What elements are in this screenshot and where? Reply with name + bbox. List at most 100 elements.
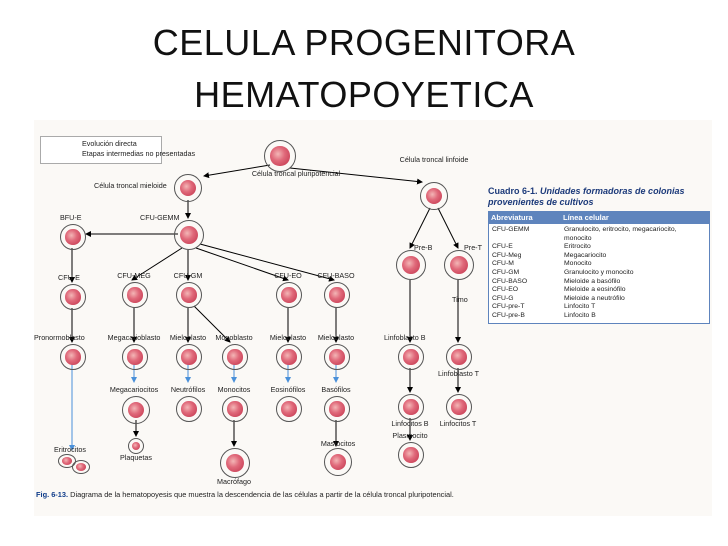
cell-line: Mieloide a basófilo (564, 277, 621, 285)
table-body: CFU-GEMM Granulocito, eritrocito, megacar… (488, 224, 710, 324)
label-lymphoid: Célula troncal linfoide (399, 155, 469, 164)
label-plaquetas: Plaquetas (120, 453, 152, 462)
label-pre-b: Pre-B (414, 243, 433, 252)
label-pre-t: Pre-T (464, 243, 482, 252)
eosinophil-cell (276, 396, 302, 422)
lymphoblast-b-cell (398, 344, 424, 370)
cell-abbr: CFU-E (492, 243, 513, 251)
label-monocitos: Monocitos (217, 385, 251, 394)
table-row: CFU-GEMM Granulocito, eritrocito, megacar… (492, 226, 706, 235)
caption-label: Fig. 6-13. (36, 490, 69, 499)
cfu-gm-cell (176, 282, 202, 308)
cell-line: Eritrocito (564, 243, 591, 251)
cell-line: Granulocito, eritrocito, megacariocito, (564, 226, 677, 233)
megakaryoblast-cell (122, 344, 148, 370)
cell-line: Monocito (564, 260, 592, 268)
neutrophil-cell (176, 396, 202, 422)
legend-direct: Evolución directa (82, 139, 137, 148)
cell-line: monocito (564, 234, 592, 242)
table-title-text: Unidades formadoras de colonias provenie… (488, 186, 685, 207)
diagram-legend (40, 136, 162, 164)
hematopoiesis-figure: Evolución directa Etapas intermedias no … (34, 120, 712, 516)
lymphoid-cell (420, 182, 448, 210)
label-cfu-e: CFU-E (58, 273, 80, 282)
table-row: CFU-pre-T Linfocito T (492, 303, 706, 312)
cell-abbr: CFU-Meg (492, 251, 522, 259)
slide-title-line2: HEMATOPOYETICA (194, 74, 534, 115)
cell-abbr (492, 235, 564, 244)
label-cfu-eo: CFU-EO (274, 271, 302, 280)
cell-abbr: CFU-EO (492, 286, 519, 294)
cell-line: Mieloide a eosinófilo (564, 286, 626, 294)
table-title: Cuadro 6-1. Unidades formadoras de colon… (488, 186, 710, 208)
megakaryocyte-cell (122, 396, 150, 424)
label-megacarioblasto: Megacarioblasto (107, 333, 161, 342)
cfu-eo-cell (276, 282, 302, 308)
label-monoblasto: Monoblasto (215, 333, 253, 342)
cfu-baso-cell (324, 282, 350, 308)
label-linfocitos-b: Linfocitos B (391, 419, 429, 428)
connector-lines (44, 141, 461, 451)
lymphocyte-t-cell (446, 394, 472, 420)
label-eosinofilos: Eosinófilos (270, 385, 306, 394)
table-row: CFU-EO Mieloide a eosinófilo (492, 286, 706, 295)
label-eritrocitos: Eritrocitos (54, 445, 86, 454)
cfu-e-cell (60, 284, 86, 310)
cell-abbr: CFU-pre-B (492, 311, 525, 319)
table-header: Abreviatura Línea celular (488, 211, 710, 224)
figure-caption: Fig. 6-13. Diagrama de la hematopoyesis … (36, 490, 454, 499)
monoblast-cell (222, 344, 248, 370)
cfu-gemm-cell (174, 220, 204, 250)
label-basofilos: Basófilos (321, 385, 351, 394)
label-cfu-gemm: CFU-GEMM (140, 213, 180, 222)
pre-t-cell (444, 250, 474, 280)
label-bfu-e: BFU-E (60, 213, 82, 222)
label-neutrofilos: Neutrófilos (170, 385, 206, 394)
bfu-e-cell (60, 224, 86, 250)
cell-abbr: CFU-GEMM (492, 226, 530, 233)
table-row: CFU-Meg Megacariocito (492, 252, 706, 261)
myeloblast-cell-1 (176, 344, 202, 370)
myeloblast-cell-3 (324, 344, 350, 370)
cfu-table: Cuadro 6-1. Unidades formadoras de colon… (488, 186, 710, 324)
cell-line: Megacariocito (564, 251, 607, 259)
table-col-abbr: Abreviatura (491, 213, 533, 222)
label-linfocitos-t: Linfocitos T (439, 419, 477, 428)
label-plasmocito: Plasmocito (392, 431, 428, 440)
cell-abbr: CFU-M (492, 260, 514, 268)
label-macrofago: Macrófago (217, 477, 251, 486)
cell-abbr: CFU-BASO (492, 277, 528, 285)
label-linfoblasto-b: Linfoblasto B (384, 333, 426, 342)
lymphocyte-b-cell (398, 394, 424, 420)
monocyte-cell (222, 396, 248, 422)
table-row: monocito (492, 235, 706, 244)
erythrocyte-2 (72, 460, 90, 474)
myeloid-cell (174, 174, 202, 202)
table-row: CFU-BASO Mieloide a basófilo (492, 278, 706, 287)
table-row: CFU-pre-B Linfocito B (492, 312, 706, 321)
plasma-cell (398, 442, 424, 468)
label-mastocitos: Mastocitos (320, 439, 356, 448)
table-col-line: Línea celular (563, 213, 609, 222)
label-mieloblasto-2: Mieloblasto (269, 333, 307, 342)
myeloblast-cell-2 (276, 344, 302, 370)
label-timo: Timo (452, 295, 468, 304)
table-row: CFU-E Eritrocito (492, 243, 706, 252)
slide-title-line1: CELULA PROGENITORA (152, 22, 576, 63)
caption-text: Diagrama de la hematopoyesis que muestra… (70, 490, 454, 499)
label-linfoblasto-t: Linfoblasto T (438, 369, 480, 378)
basophil-cell (324, 396, 350, 422)
cell-line: Linfocito B (564, 311, 596, 319)
label-mieloblasto-3: Mieloblasto (317, 333, 355, 342)
cell-line: Mieloide a neutrófilo (564, 294, 625, 302)
label-myeloid: Célula troncal mieloide (94, 181, 167, 190)
mast-cell (324, 448, 352, 476)
pre-b-cell (396, 250, 426, 280)
cell-line: Linfocito T (564, 303, 596, 311)
label-megacariocitos: Megacariocitos (109, 385, 159, 394)
table-row: CFU-M Monocito (492, 260, 706, 269)
label-cfu-meg: CFU-MEG (117, 271, 151, 280)
cell-abbr: CFU-pre-T (492, 303, 525, 311)
